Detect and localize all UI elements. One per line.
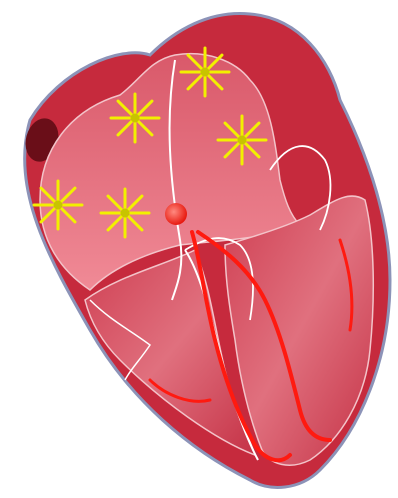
spark-icon — [131, 114, 140, 123]
av-node — [165, 203, 187, 225]
spark-right-atrium — [218, 116, 266, 164]
spark-icon — [54, 201, 63, 210]
spark-icon — [201, 68, 210, 77]
spark-icon — [121, 209, 130, 218]
spark-icon — [238, 136, 247, 145]
spark-left-atrium-2 — [101, 189, 149, 237]
spark-upper-2 — [181, 48, 229, 96]
spark-upper-1 — [111, 94, 159, 142]
spark-left-atrium-1 — [34, 181, 82, 229]
